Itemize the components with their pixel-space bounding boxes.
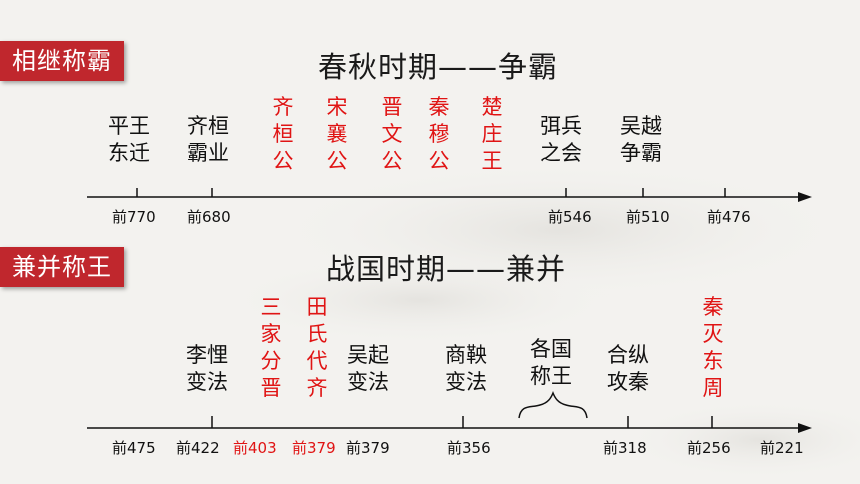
- event-chu-zhuang-wang: 楚庄王: [481, 95, 503, 173]
- event-song-xiang-gong: 宋襄公: [326, 95, 348, 173]
- event-jin-wen-gong: 晋文公: [381, 95, 403, 173]
- event-qihuan-bayie: 齐桓霸业: [187, 114, 229, 165]
- event-pingwang-dongqian: 平王东迁: [108, 114, 150, 165]
- event-qin-mie-dongzhou: 秦灭东周: [702, 295, 724, 400]
- event-shangyang-bianfa: 商鞅变法: [445, 343, 487, 394]
- year-label: 前475: [112, 439, 156, 457]
- section-tag-warring-states: 兼并称王: [0, 247, 124, 287]
- year-label: 前221: [760, 439, 804, 457]
- event-wuyue-zhengba: 吴越争霸: [620, 114, 662, 165]
- event-tianshi-daiqi: 田氏代齐: [306, 295, 328, 400]
- section-title-warring-states: 战国时期——兼并: [326, 252, 567, 286]
- year-label: 前318: [603, 439, 647, 457]
- section-title-spring-autumn: 春秋时期——争霸: [318, 50, 559, 84]
- axis-arrow-icon: [798, 192, 812, 202]
- year-label: 前256: [687, 439, 731, 457]
- event-qi-huan-gong: 齐桓公: [272, 95, 294, 173]
- event-geguo-chengwang: 各国称王: [530, 337, 572, 388]
- event-sanjia-fenjin: 三家分晋: [260, 295, 282, 400]
- year-label: 前510: [626, 208, 670, 226]
- event-likui-bianfa: 李悝变法: [186, 343, 228, 394]
- year-label: 前379: [346, 439, 390, 457]
- year-label: 前680: [187, 208, 231, 226]
- event-hezong-gongqin: 合纵攻秦: [607, 343, 649, 394]
- year-label-highlight: 前379: [292, 439, 336, 457]
- year-label: 前476: [707, 208, 751, 226]
- event-wuqi-bianfa: 吴起变法: [347, 343, 389, 394]
- event-mibing-zhihui: 弭兵之会: [540, 114, 582, 165]
- year-label: 前356: [447, 439, 491, 457]
- year-label: 前770: [112, 208, 156, 226]
- timeline-axis-spring-autumn: [87, 188, 812, 202]
- year-label: 前422: [176, 439, 220, 457]
- axis-arrow-icon: [798, 423, 812, 433]
- curly-brace-icon: [518, 390, 588, 419]
- event-qin-mu-gong: 秦穆公: [428, 95, 450, 173]
- year-label: 前546: [548, 208, 592, 226]
- section-tag-spring-autumn: 相继称霸: [0, 41, 124, 81]
- year-label-highlight: 前403: [233, 439, 277, 457]
- timeline-axis-warring-states: [87, 416, 812, 433]
